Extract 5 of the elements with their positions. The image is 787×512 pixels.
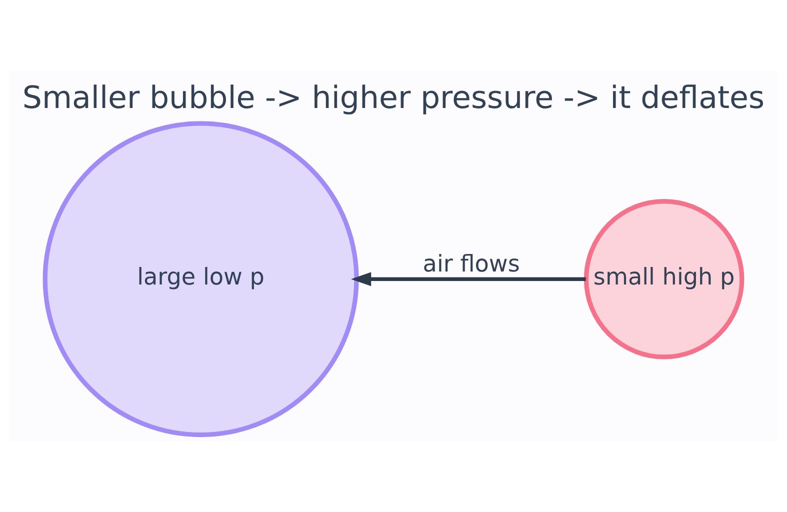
node-circle: large low p <box>42 121 359 438</box>
node-circle: small high p <box>584 198 744 360</box>
diagram-title: Smaller bubble -> higher pressure -> it deflates <box>22 80 765 116</box>
edge-label: air flows <box>422 251 520 278</box>
arrow <box>351 272 586 286</box>
